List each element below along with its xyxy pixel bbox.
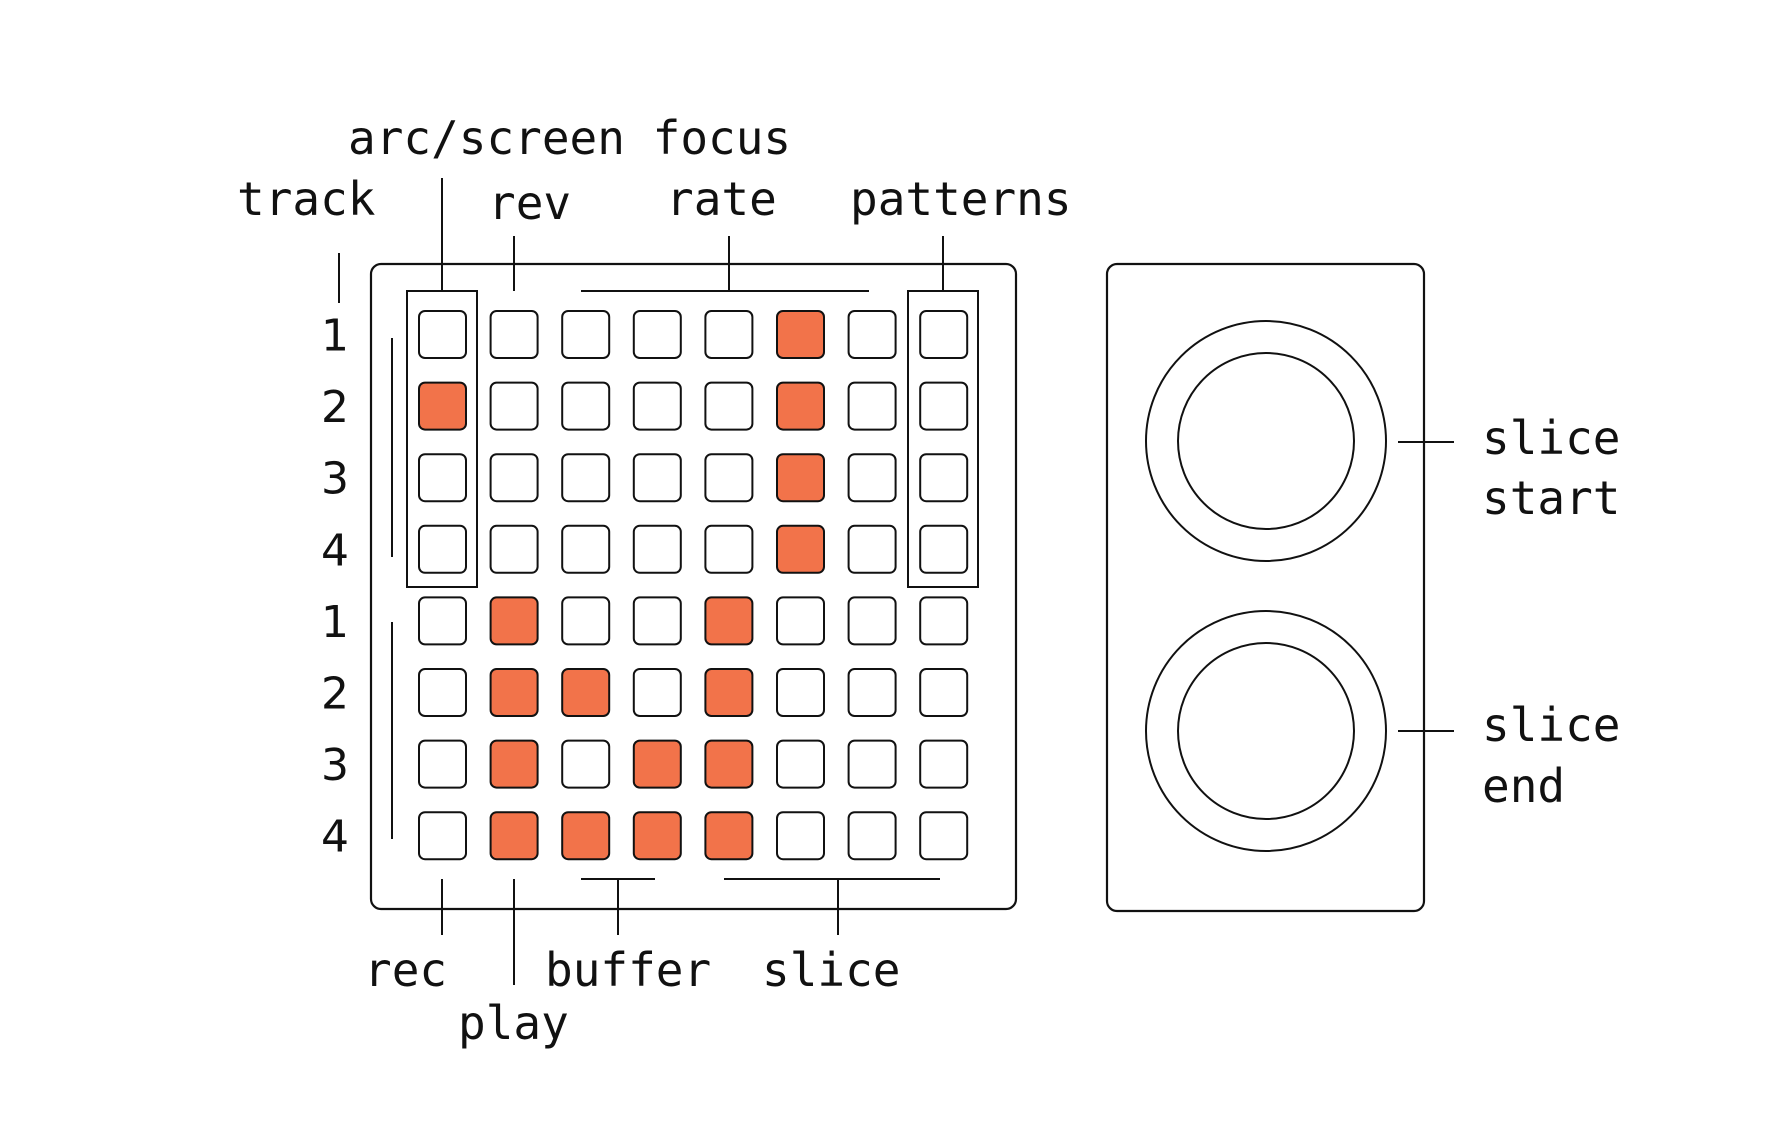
grid-key-r1-c5[interactable] [704, 310, 754, 359]
grid-key-r4-c1[interactable] [418, 524, 467, 574]
track-number-row-2: 2 [321, 382, 349, 433]
grid-key-r7-c2-lit[interactable] [489, 739, 539, 789]
grid-key-r2-c2[interactable] [489, 381, 539, 431]
grid-key-r8-c8[interactable] [919, 811, 969, 861]
buffer-label: buffer [545, 943, 711, 997]
patterns-label: patterns [850, 172, 1072, 226]
grid-key-r3-c6-lit[interactable] [776, 453, 825, 503]
grid-key-r6-c8[interactable] [919, 668, 969, 717]
grid-key-r3-c4[interactable] [632, 453, 682, 503]
grid-key-r5-c8[interactable] [919, 596, 969, 646]
grid-key-r8-c7[interactable] [847, 811, 897, 861]
arc-encoder-bottom-knob[interactable] [1177, 642, 1355, 820]
grid-key-r2-c5[interactable] [704, 381, 754, 431]
grid-key-r4-c6-lit[interactable] [776, 524, 825, 574]
rec-label: rec [364, 943, 447, 997]
grid-key-r1-c1[interactable] [418, 310, 467, 359]
slice-start-label-line2: start [1482, 471, 1620, 525]
grid-key-r7-c1[interactable] [418, 739, 467, 789]
rate-label: rate [666, 172, 777, 226]
grid-key-r6-c7[interactable] [847, 668, 897, 717]
grid-key-r8-c6[interactable] [776, 811, 825, 861]
grid-key-r5-c4[interactable] [632, 596, 682, 646]
grid-key-r8-c5-lit[interactable] [704, 811, 754, 861]
grid-key-r7-c8[interactable] [919, 739, 969, 789]
grid-key-r5-c7[interactable] [847, 596, 897, 646]
row-number-labels: 1 2 3 4 1 2 3 4 [321, 311, 349, 863]
slice-start-label-line1: slice [1482, 411, 1620, 465]
grid-key-r7-c6[interactable] [776, 739, 825, 789]
grid-key-r6-c2-lit[interactable] [489, 668, 539, 717]
grid-key-r4-c3[interactable] [561, 524, 611, 574]
grid-key-r3-c3[interactable] [561, 453, 611, 503]
grid-key-r3-c5[interactable] [704, 453, 754, 503]
grid-key-r4-c2[interactable] [489, 524, 539, 574]
grid-key-r2-c7[interactable] [847, 381, 897, 431]
track-number-row-7: 3 [321, 740, 349, 791]
track-number-row-8: 4 [321, 812, 349, 863]
track-number-row-3: 3 [321, 454, 349, 505]
grid-key-r8-c1[interactable] [418, 811, 467, 861]
grid-key-r8-c4-lit[interactable] [632, 811, 682, 861]
slice-end-label-line2: end [1482, 759, 1565, 813]
grid-key-r7-c4-lit[interactable] [632, 739, 682, 789]
play-label: play [458, 996, 569, 1050]
grid-key-r2-c4[interactable] [632, 381, 682, 431]
grid-key-r8-c3-lit[interactable] [561, 811, 611, 861]
grid-key-r7-c3[interactable] [561, 739, 611, 789]
track-number-row-1: 1 [321, 311, 349, 362]
grid-key-r5-c1[interactable] [418, 596, 467, 646]
rev-label: rev [488, 176, 571, 230]
track-number-row-5: 1 [321, 597, 349, 648]
grid-key-r2-c6-lit[interactable] [776, 381, 825, 431]
slice-label: slice [762, 943, 900, 997]
grid-key-r1-c3[interactable] [561, 310, 611, 359]
track-number-row-4: 4 [321, 525, 349, 576]
arc-encoder-bottom-ring[interactable] [1145, 610, 1387, 852]
grid-key-r6-c5-lit[interactable] [704, 668, 754, 717]
grid-key-r3-c7[interactable] [847, 453, 897, 503]
grid-key-r5-c2-lit[interactable] [489, 596, 539, 646]
grid-key-r6-c4[interactable] [632, 668, 682, 717]
grid-key-r4-c4[interactable] [632, 524, 682, 574]
grid-key-r8-c2-lit[interactable] [489, 811, 539, 861]
grid-key-r5-c6[interactable] [776, 596, 825, 646]
grid-key-r7-c7[interactable] [847, 739, 897, 789]
grid-key-r3-c2[interactable] [489, 453, 539, 503]
grid-key-r7-c5-lit[interactable] [704, 739, 754, 789]
grid-key-r6-c1[interactable] [418, 668, 467, 717]
grid-key-r1-c4[interactable] [632, 310, 682, 359]
arc-screen-focus-label: arc/screen focus [348, 111, 791, 165]
track-label: track [237, 172, 375, 226]
grid-key-r6-c6[interactable] [776, 668, 825, 717]
track-number-row-6: 2 [321, 669, 349, 720]
grid-key-r4-c7[interactable] [847, 524, 897, 574]
grid-key-r4-c8[interactable] [919, 524, 969, 574]
grid-key-r4-c5[interactable] [704, 524, 754, 574]
slice-end-label-line1: slice [1482, 698, 1620, 752]
grid-key-r3-c1[interactable] [418, 453, 467, 503]
grid-keys [418, 310, 969, 861]
grid-key-r1-c2[interactable] [489, 310, 539, 359]
arc-device-frame [1105, 262, 1426, 913]
grid-key-r5-c5-lit[interactable] [704, 596, 754, 646]
grid-key-r1-c8[interactable] [919, 310, 969, 359]
arc-encoder-top-ring[interactable] [1145, 320, 1387, 562]
grid-key-r6-c3-lit[interactable] [561, 668, 611, 717]
grid-key-r3-c8[interactable] [919, 453, 969, 503]
grid-key-r2-c1-lit[interactable] [418, 381, 467, 431]
grid-key-r1-c7[interactable] [847, 310, 897, 359]
grid-key-r1-c6-lit[interactable] [776, 310, 825, 359]
arc-encoder-top-knob[interactable] [1177, 352, 1355, 530]
grid-key-r2-c8[interactable] [919, 381, 969, 431]
grid-key-r5-c3[interactable] [561, 596, 611, 646]
grid-key-r2-c3[interactable] [561, 381, 611, 431]
